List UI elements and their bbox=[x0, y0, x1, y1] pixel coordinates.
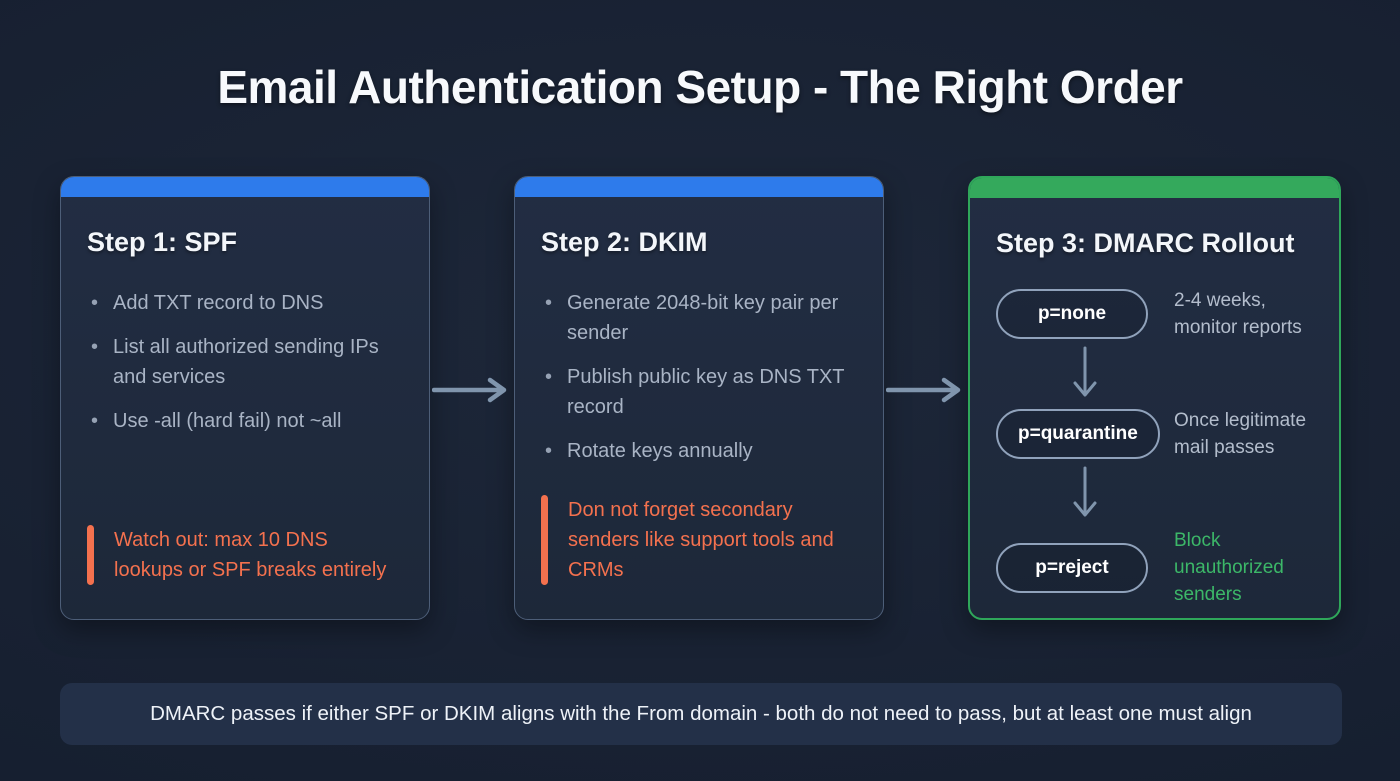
bullet-item: Add TXT record to DNS bbox=[87, 288, 403, 318]
bullet-item: Publish public key as DNS TXT record bbox=[541, 362, 857, 422]
policy-pill-reject: p=reject bbox=[996, 542, 1148, 593]
stage-row-quarantine: p=quarantine Once legitimate mail passes bbox=[996, 407, 1313, 461]
card-title-spf: Step 1: SPF bbox=[87, 227, 238, 257]
flow-arrow-down-icon bbox=[1073, 466, 1097, 517]
warning-text: Watch out: max 10 DNS lookups or SPF bre… bbox=[114, 529, 387, 581]
bullet-item: Rotate keys annually bbox=[541, 436, 857, 466]
stage-description: Once legitimate mail passes bbox=[1174, 410, 1307, 458]
flow-arrow-right-icon bbox=[886, 377, 961, 403]
stage-connector bbox=[996, 461, 1174, 527]
flow-arrow-down-icon bbox=[1073, 346, 1097, 397]
policy-pill-quarantine: p=quarantine bbox=[996, 409, 1160, 459]
stage-description: Block unauthorized senders bbox=[1174, 530, 1284, 605]
footer-note-bar: DMARC passes if either SPF or DKIM align… bbox=[60, 683, 1342, 745]
card-body: Step 1: SPF Add TXT record to DNS List a… bbox=[61, 197, 429, 619]
card-body: Step 3: DMARC Rollout p=none 2-4 weeks, … bbox=[970, 198, 1339, 618]
flow-connector bbox=[430, 176, 514, 620]
flow-arrow-right-icon bbox=[432, 377, 507, 403]
footer-note-text: DMARC passes if either SPF or DKIM align… bbox=[150, 702, 1252, 725]
stage-row-none: p=none 2-4 weeks, monitor reports bbox=[996, 287, 1313, 341]
stage-description: 2-4 weeks, monitor reports bbox=[1174, 290, 1302, 338]
card-step1-spf: Step 1: SPF Add TXT record to DNS List a… bbox=[60, 176, 430, 620]
card-step3-dmarc: Step 3: DMARC Rollout p=none 2-4 weeks, … bbox=[968, 176, 1341, 620]
card-accent-bar-green bbox=[970, 178, 1339, 198]
card-accent-bar-blue bbox=[515, 177, 883, 197]
warning-bar bbox=[541, 495, 548, 585]
bullet-list: Generate 2048-bit key pair per sender Pu… bbox=[541, 288, 857, 480]
card-title-dmarc: Step 3: DMARC Rollout bbox=[996, 228, 1295, 258]
warning-note-spf: Watch out: max 10 DNS lookups or SPF bre… bbox=[87, 525, 403, 585]
steps-row: Step 1: SPF Add TXT record to DNS List a… bbox=[60, 176, 1341, 620]
bullet-list: Add TXT record to DNS List all authorize… bbox=[87, 288, 403, 450]
stage-row-reject: p=reject Block unauthorized senders bbox=[996, 527, 1313, 608]
stage-connector bbox=[996, 341, 1174, 407]
page-title: Email Authentication Setup - The Right O… bbox=[217, 61, 1183, 113]
warning-note-dkim: Don not forget secondary senders like su… bbox=[541, 495, 857, 585]
warning-bar bbox=[87, 525, 94, 585]
card-step2-dkim: Step 2: DKIM Generate 2048-bit key pair … bbox=[514, 176, 884, 620]
bullet-item: Use -all (hard fail) not ~all bbox=[87, 406, 403, 436]
card-body: Step 2: DKIM Generate 2048-bit key pair … bbox=[515, 197, 883, 619]
dmarc-stage-flow: p=none 2-4 weeks, monitor reports p=quar… bbox=[996, 287, 1313, 608]
card-title-dkim: Step 2: DKIM bbox=[541, 227, 708, 257]
bullet-item: Generate 2048-bit key pair per sender bbox=[541, 288, 857, 348]
bullet-item: List all authorized sending IPs and serv… bbox=[87, 332, 403, 392]
card-accent-bar-blue bbox=[61, 177, 429, 197]
flow-connector bbox=[884, 176, 968, 620]
policy-pill-none: p=none bbox=[996, 289, 1148, 339]
warning-text: Don not forget secondary senders like su… bbox=[568, 499, 834, 581]
